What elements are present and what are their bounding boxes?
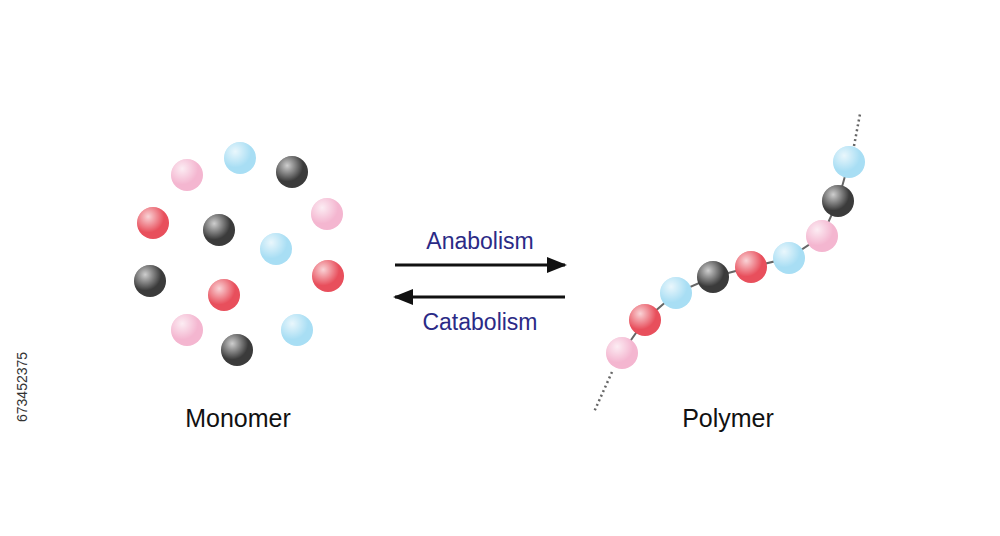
ball-shine: [735, 251, 767, 283]
monomer-ball: [735, 251, 767, 283]
monomer-ball: [697, 261, 729, 293]
monomer-ball: [171, 314, 203, 346]
ball-shine: [221, 334, 253, 366]
monomer-ball: [260, 233, 292, 265]
ball-shine: [822, 185, 854, 217]
monomer-ball: [660, 277, 692, 309]
group-label: Polymer: [682, 404, 774, 433]
monomer-ball: [171, 159, 203, 191]
ball-shine: [276, 156, 308, 188]
molecule-group: Polymer: [565, 100, 875, 450]
ball-shine: [260, 233, 292, 265]
monomer-ball: [224, 142, 256, 174]
ball-shine: [137, 207, 169, 239]
monomer-ball: [806, 220, 838, 252]
reaction-arrow: [395, 264, 565, 267]
ball-shine: [629, 304, 661, 336]
ball-shine: [773, 242, 805, 274]
arrow-label: Anabolism: [423, 228, 536, 255]
arrow-label: Catabolism: [419, 309, 540, 336]
monomer-ball: [208, 279, 240, 311]
monomer-ball: [606, 337, 638, 369]
ball-shine: [833, 146, 865, 178]
molecule-group: Monomer: [120, 130, 395, 450]
monomer-ball: [629, 304, 661, 336]
ball-shine: [606, 337, 638, 369]
ball-shine: [171, 159, 203, 191]
monomer-units: [134, 142, 865, 369]
monomer-ball: [773, 242, 805, 274]
monomer-ball: [281, 314, 313, 346]
monomer-ball: [221, 334, 253, 366]
polymer-chain: [594, 114, 860, 412]
ball-shine: [203, 214, 235, 246]
monomer-ball: [312, 260, 344, 292]
ball-shine: [660, 277, 692, 309]
monomer-ball: [311, 198, 343, 230]
ball-shine: [281, 314, 313, 346]
ball-shine: [311, 198, 343, 230]
ball-shine: [312, 260, 344, 292]
monomer-ball: [822, 185, 854, 217]
monomer-ball: [276, 156, 308, 188]
ball-shine: [134, 265, 166, 297]
ball-shine: [806, 220, 838, 252]
ball-shine: [171, 314, 203, 346]
stock-id-watermark: 673452375: [14, 352, 30, 422]
ball-shine: [224, 142, 256, 174]
monomer-ball: [833, 146, 865, 178]
monomer-ball: [203, 214, 235, 246]
monomer-ball: [134, 265, 166, 297]
ball-shine: [208, 279, 240, 311]
reaction-arrow: [395, 296, 565, 299]
monomer-ball: [137, 207, 169, 239]
group-label: Monomer: [185, 404, 291, 433]
ball-shine: [697, 261, 729, 293]
